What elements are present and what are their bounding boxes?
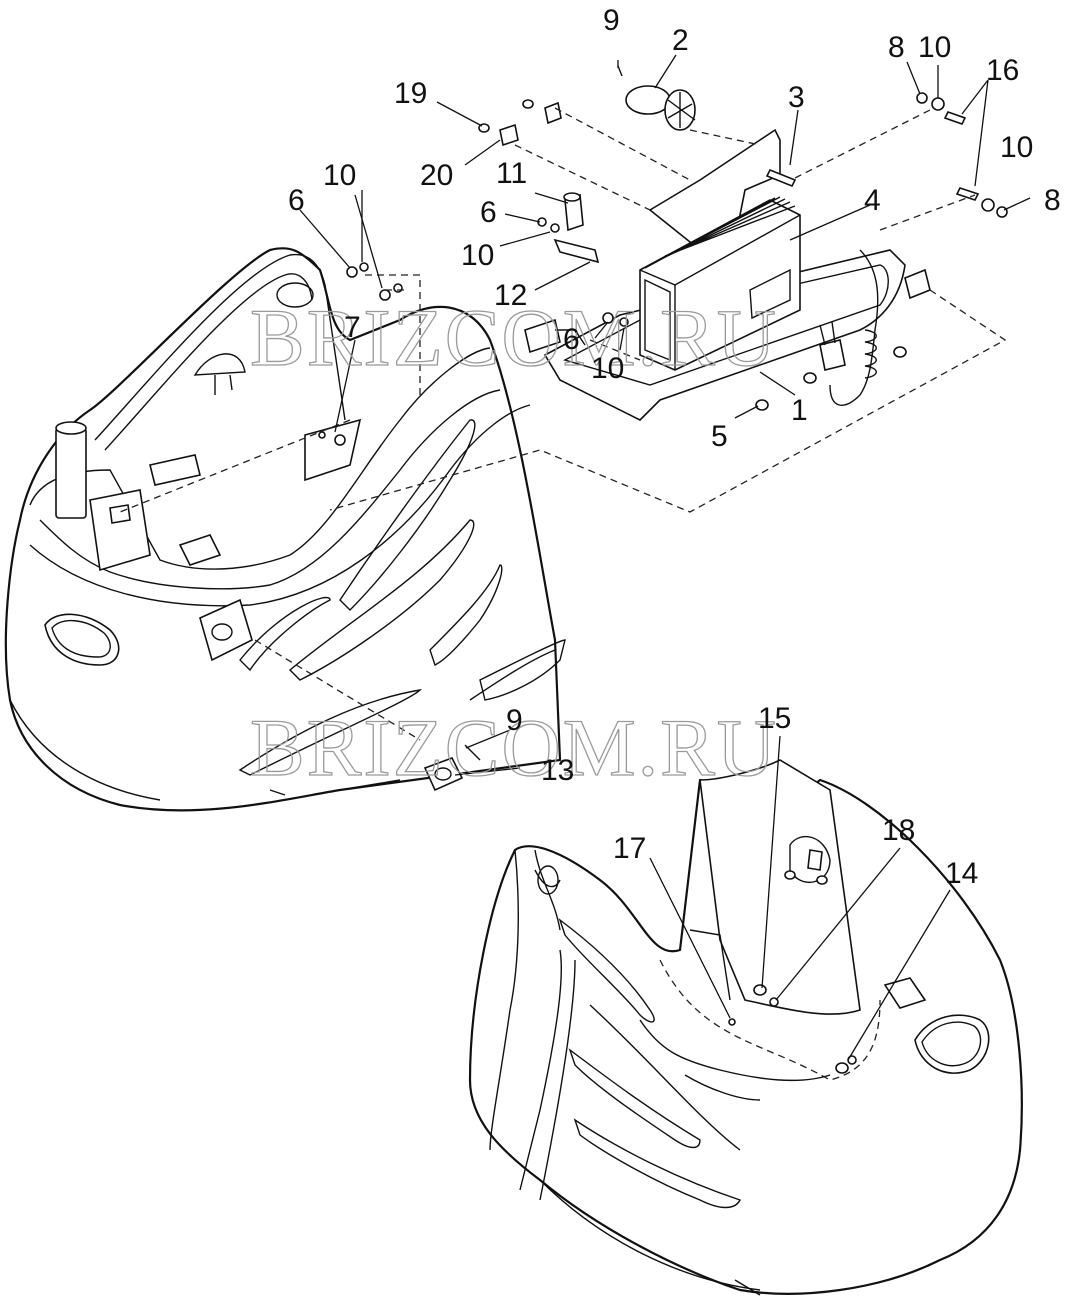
callout-15: 15	[758, 702, 791, 735]
callout-10: 10	[461, 239, 494, 272]
callout-3: 3	[788, 81, 805, 114]
charger-assembly	[524, 128, 931, 421]
callout-labels: 9 2 3 8 10 16 19 10 20 11 6 10 4 8 6 10 …	[288, 4, 1061, 890]
callout-11: 11	[496, 157, 527, 190]
callout-19: 19	[394, 77, 427, 110]
callout-16: 16	[986, 54, 1019, 87]
inner-plate-part-7	[304, 418, 362, 482]
rear-cover-housing	[468, 759, 1023, 1296]
watermark-bottom: BRIZCOM.RU	[250, 702, 778, 793]
callout-9: 9	[603, 4, 620, 37]
callout-17: 17	[613, 832, 646, 865]
callout-10: 10	[323, 159, 356, 192]
small-hardware	[346, 65, 1008, 327]
front-cover-housing	[4, 247, 566, 812]
callout-1: 1	[791, 394, 808, 427]
callout-13: 13	[541, 754, 574, 787]
callout-8: 8	[888, 31, 905, 64]
callout-6: 6	[563, 323, 580, 356]
callout-6: 6	[480, 196, 497, 229]
callout-10: 10	[591, 352, 624, 385]
callout-9: 9	[506, 704, 523, 737]
callout-18: 18	[882, 814, 915, 847]
callout-4: 4	[864, 184, 881, 217]
coiled-cord	[864, 329, 877, 379]
callout-5: 5	[711, 420, 728, 453]
callout-14: 14	[945, 857, 978, 890]
callout-20: 20	[420, 159, 453, 192]
callout-10: 10	[918, 31, 951, 64]
callout-10: 10	[1000, 131, 1033, 164]
callout-8: 8	[1044, 184, 1061, 217]
watermark-top: BRIZCOM.RU	[250, 292, 778, 383]
callout-6: 6	[288, 184, 305, 217]
heatsink-fins	[644, 196, 796, 269]
leader-lines	[299, 54, 1031, 1061]
callout-7: 7	[344, 311, 361, 344]
callout-2: 2	[672, 24, 689, 57]
callout-12: 12	[494, 279, 527, 312]
